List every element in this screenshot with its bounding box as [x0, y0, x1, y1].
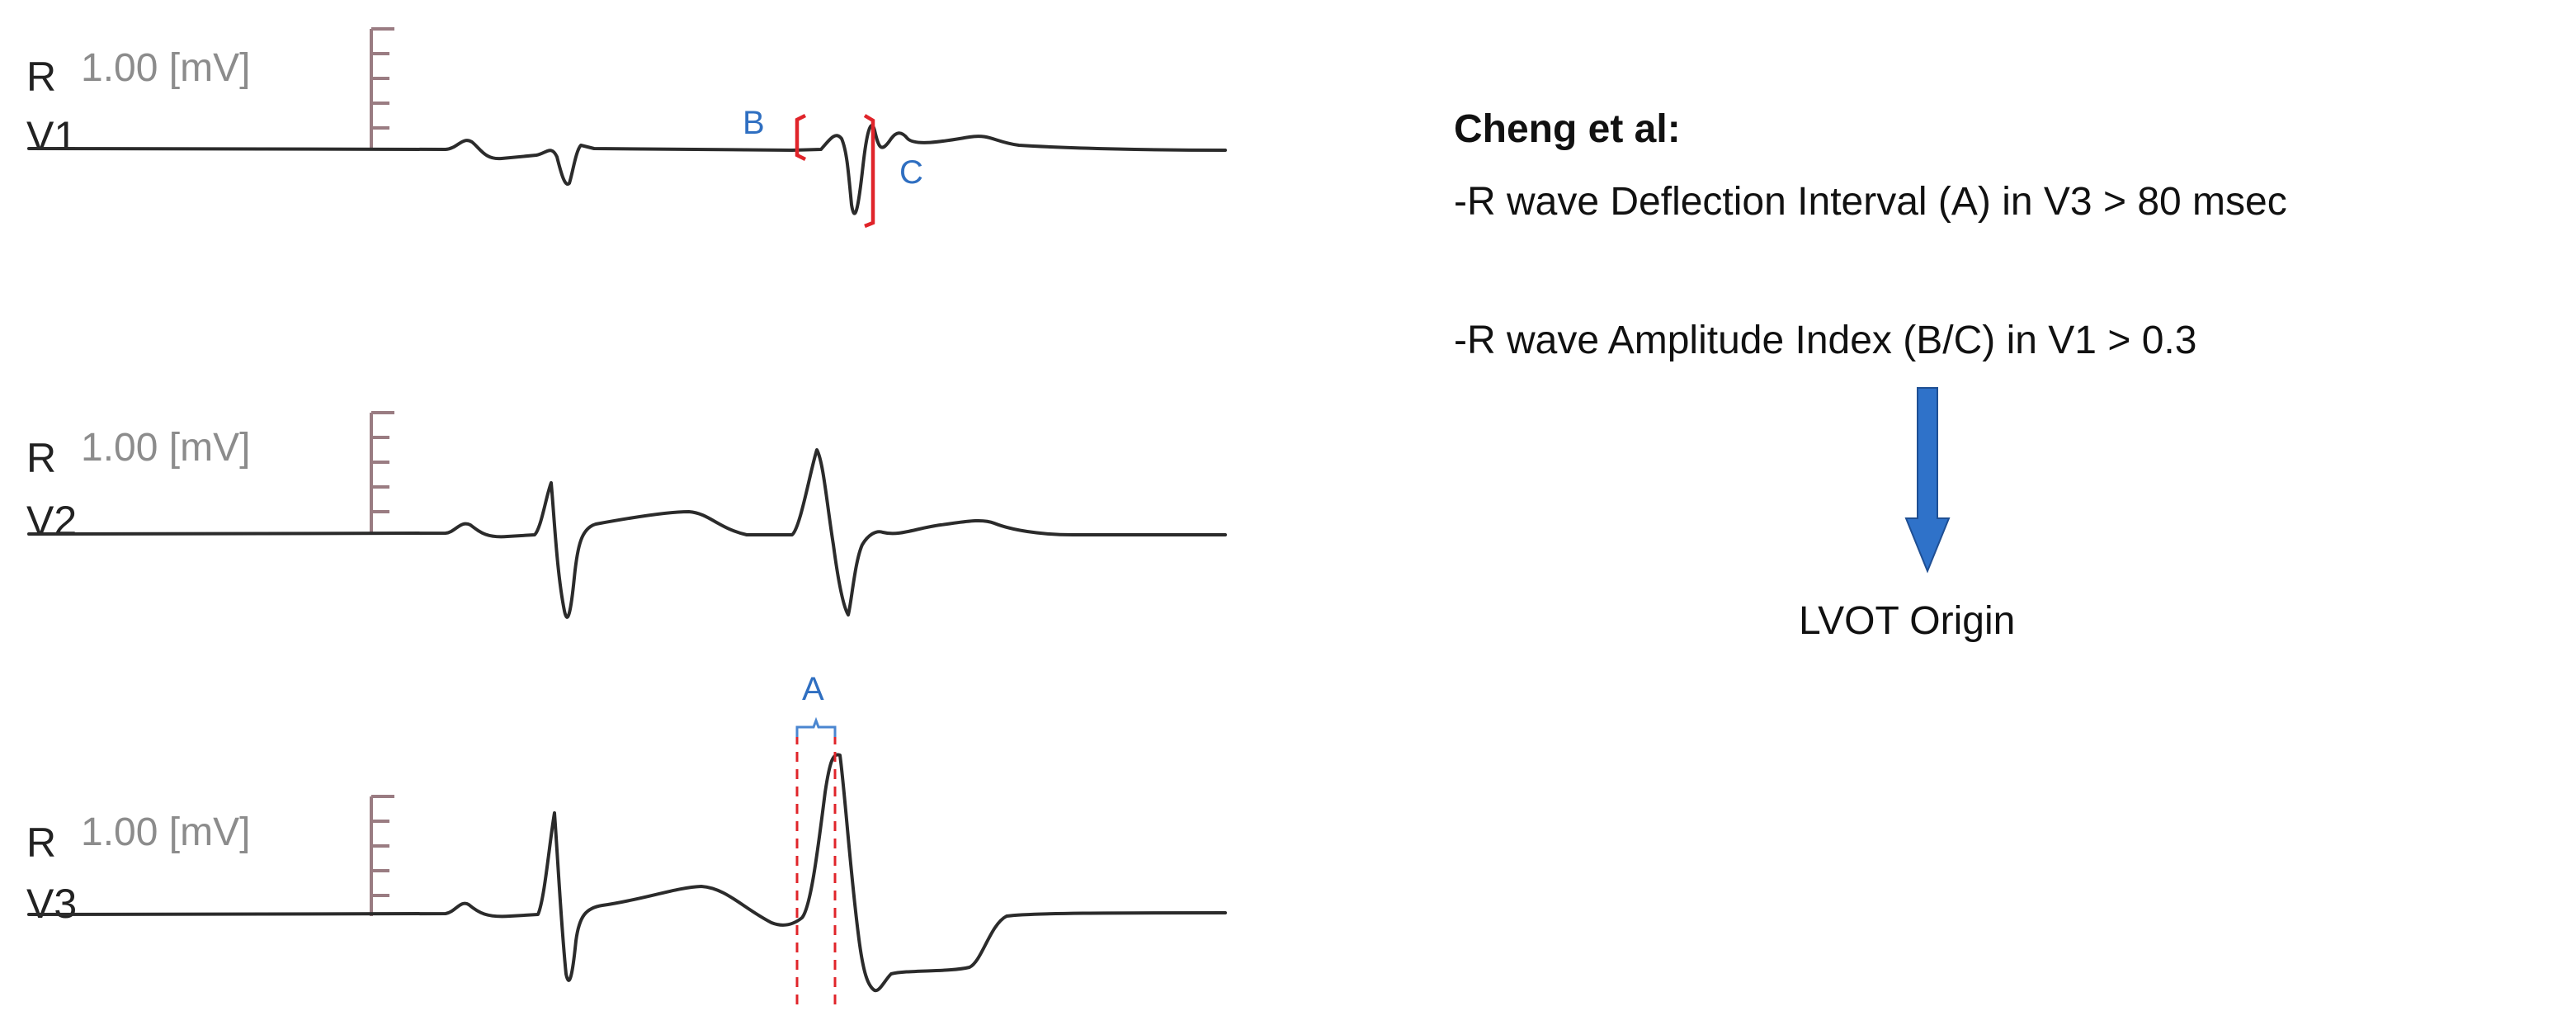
marker-a-label: A	[802, 671, 824, 707]
lead-v2-r-label: R	[26, 435, 56, 481]
lead-v3-calibration-mark	[370, 795, 394, 916]
lead-v2-calibration-mark	[370, 411, 394, 532]
arrow-down-icon	[1904, 387, 1951, 574]
criteria-line-amplitude-index: -R wave Amplitude Index (B/C) in V1 > 0.…	[1454, 319, 2196, 362]
marker-b-label: B	[743, 105, 765, 141]
lead-v1-calibration-mark	[370, 27, 394, 149]
lead-v1-r-label: R	[26, 54, 56, 100]
lead-v2: R 1.00 [mV] V2	[26, 411, 1227, 619]
lead-v3-bracket-a	[795, 716, 837, 737]
lead-v1-trace	[27, 124, 1227, 215]
lead-v1: R 1.00 [mV] V1 B C	[26, 27, 1227, 229]
criteria-heading: Cheng et al:	[1454, 107, 1681, 151]
lead-v1-bracket-c	[863, 114, 875, 229]
lead-v2-trace	[27, 448, 1227, 619]
lead-v1-name: V1	[26, 113, 77, 159]
lead-v3-name: V3	[26, 881, 77, 927]
lead-v1-bracket-b	[795, 113, 807, 162]
lead-v3-trace	[27, 753, 1227, 993]
criteria-line-deflection-interval: -R wave Deflection Interval (A) in V3 > …	[1454, 180, 2287, 224]
lead-v1-scale-label: 1.00 [mV]	[81, 46, 250, 90]
lead-v3: R 1.00 [mV] V3 A	[26, 671, 1227, 1011]
lead-v2-name: V2	[26, 498, 77, 544]
lead-v2-scale-label: 1.00 [mV]	[81, 426, 250, 470]
lead-v3-r-label: R	[26, 820, 56, 866]
lead-v3-scale-label: 1.00 [mV]	[81, 810, 250, 854]
conclusion-label: LVOT Origin	[1799, 599, 2015, 643]
marker-c-label: C	[899, 154, 923, 191]
criteria-panel: Cheng et al: -R wave Deflection Interval…	[1454, 107, 2287, 362]
